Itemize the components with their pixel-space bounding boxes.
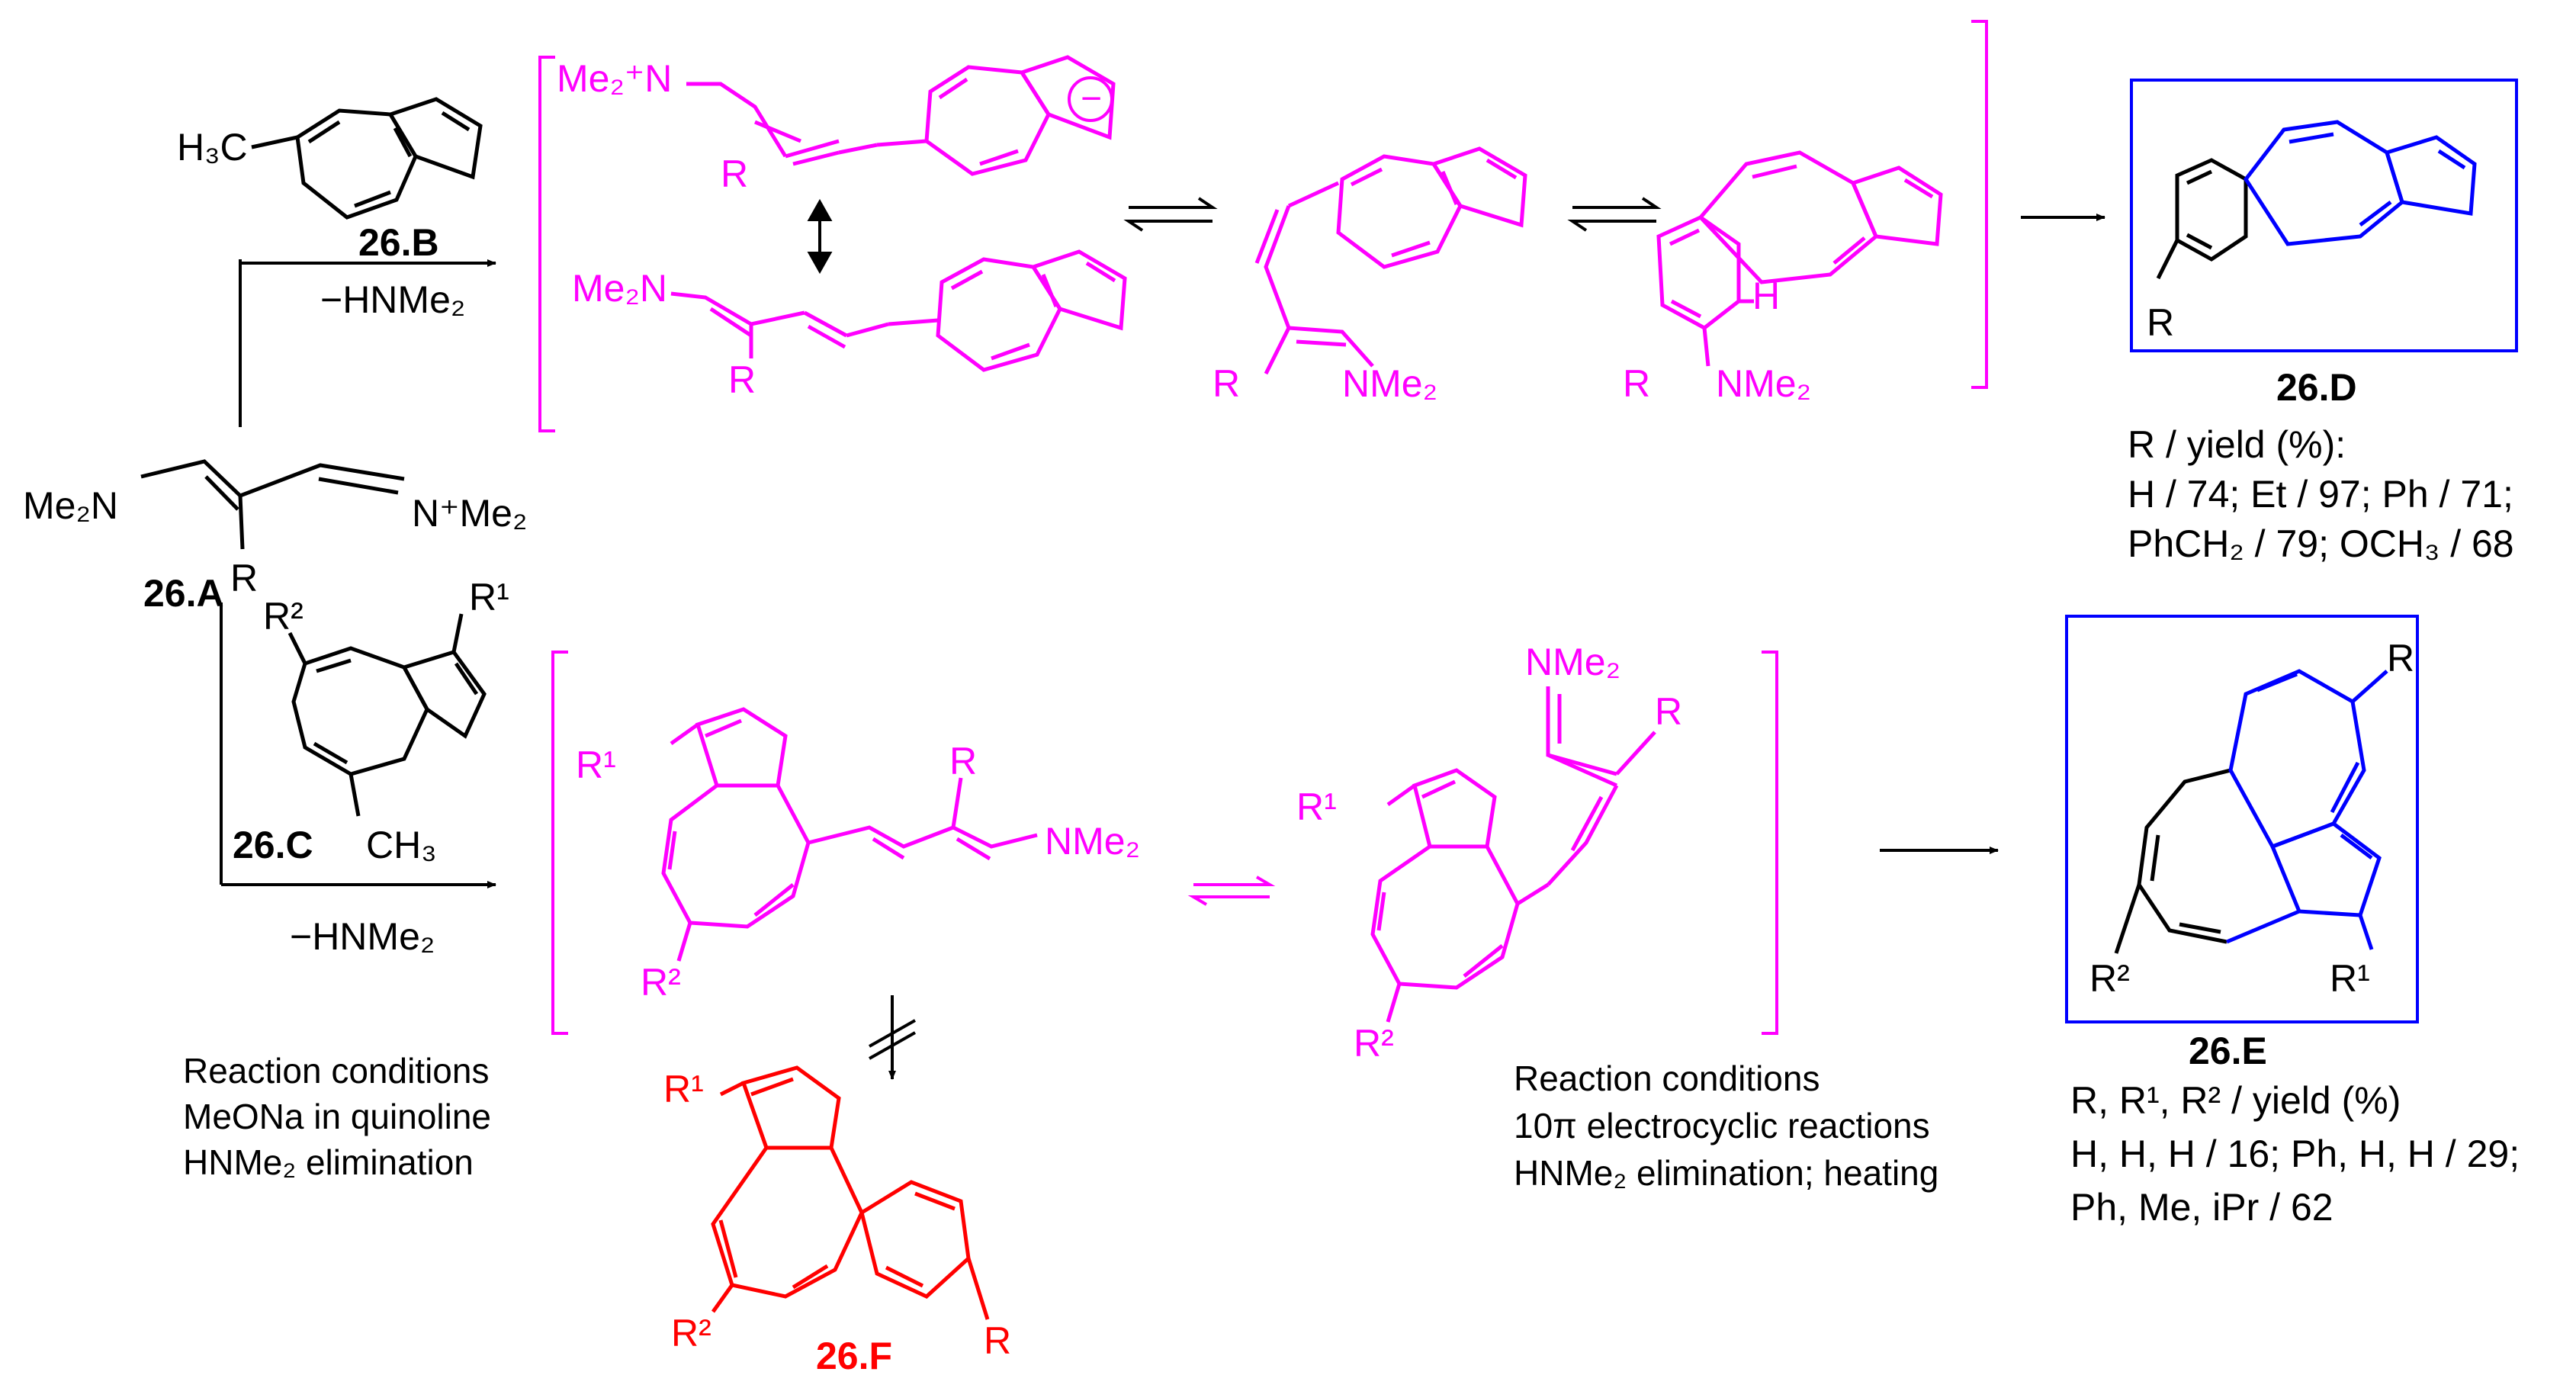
- conditions-right-line2: 10π electrocyclic reactions: [1514, 1106, 1930, 1145]
- top-intermediate-1-iminium: Me₂⁺N: [557, 57, 672, 100]
- compound-26F-label: 26.F: [816, 1335, 892, 1377]
- compound-26B: [295, 97, 483, 220]
- bottom-intermediate-2-r: R: [1655, 690, 1682, 733]
- product-26D-box: [2130, 79, 2518, 352]
- compound-26A-left-group: Me₂N: [23, 484, 118, 527]
- product-26E-r: R: [2387, 637, 2414, 680]
- top-intermediate-2-r: R: [728, 358, 756, 401]
- top-intermediate-2: [670, 249, 1127, 372]
- product-26E-yield-line2: Ph, Me, iPr / 62: [2070, 1186, 2333, 1229]
- product-26E-yield-header: R, R¹, R² / yield (%): [2070, 1079, 2401, 1122]
- compound-26C-r1: R¹: [469, 576, 509, 618]
- conditions-left-line1: Reaction conditions: [183, 1051, 489, 1091]
- product-26D-label: 26.D: [2276, 366, 2357, 409]
- compound-26B-methyl: H₃C: [177, 126, 248, 169]
- compound-26F-r1: R¹: [663, 1068, 704, 1110]
- bottom-byproduct: −HNMe₂: [290, 915, 435, 958]
- bottom-intermediate-1-r2: R²: [641, 961, 681, 1004]
- product-26D-yield-line1: H / 74; Et / 97; Ph / 71;: [2128, 473, 2513, 516]
- compound-26C-methyl: CH₃: [366, 824, 437, 866]
- compound-26A: [140, 459, 405, 550]
- bottom-intermediate-1-r1: R¹: [576, 744, 616, 786]
- top-intermediate-2-amine: Me₂N: [572, 267, 667, 310]
- compound-26A-substituent: R: [230, 557, 258, 599]
- top-intermediate-4: [1656, 150, 1943, 367]
- bottom-bracket: [551, 651, 1778, 1035]
- compound-26A-right-group: N⁺Me₂: [412, 492, 527, 535]
- top-bracket: [538, 20, 1988, 432]
- compound-26F-r: R: [984, 1319, 1011, 1362]
- product-26D-yield-header: R / yield (%):: [2128, 423, 2346, 466]
- compound-26A-label: 26.A: [143, 572, 224, 615]
- product-26D-yield-line2: PhCH₂ / 79; OCH₃ / 68: [2128, 522, 2514, 565]
- bottom-intermediate-2-amine: NMe₂: [1525, 641, 1620, 683]
- top-intermediate-4-r: R: [1623, 362, 1650, 405]
- compound-26F-structure: [711, 1065, 990, 1320]
- top-intermediate-1-r: R: [721, 153, 748, 195]
- bottom-intermediate-2-r2: R²: [1354, 1022, 1394, 1065]
- product-26E-r2: R²: [2089, 957, 2130, 1000]
- compound-26B-label: 26.B: [358, 221, 439, 264]
- top-intermediate-3: [1254, 146, 1527, 375]
- bottom-intermediate-1-amine: NMe₂: [1045, 820, 1140, 863]
- product-26D-structure: [2156, 120, 2477, 280]
- compound-26C-label: 26.C: [233, 824, 313, 866]
- conditions-left-line2: MeONa in quinoline: [183, 1097, 491, 1136]
- conditions-left-line3: HNMe₂ elimination: [183, 1142, 474, 1182]
- bottom-intermediate-2: [1370, 686, 1656, 1023]
- product-26D-substituent: R: [2147, 301, 2174, 344]
- top-equilibrium-2: [1567, 197, 1662, 232]
- compound-26C-r2: R²: [263, 595, 304, 638]
- bottom-intermediate-1: [661, 707, 1038, 962]
- top-intermediate-4-h: H: [1752, 275, 1780, 317]
- bottom-intermediate-2-r1: R¹: [1296, 786, 1337, 828]
- top-intermediate-3-amine: NMe₂: [1342, 362, 1437, 405]
- branch-lines: [220, 259, 242, 885]
- top-intermediate-1-charge: −: [1081, 79, 1102, 119]
- top-intermediate-4-amine: NMe₂: [1716, 362, 1811, 405]
- top-intermediate-1-anion-circle: [1068, 76, 1113, 122]
- product-26E-yield-line1: H, H, H / 16; Ph, H, H / 29;: [2070, 1133, 2520, 1175]
- top-intermediate-1: [686, 55, 1116, 176]
- product-26E-label: 26.E: [2189, 1030, 2267, 1072]
- top-intermediate-3-r: R: [1213, 362, 1240, 405]
- compound-26C: [287, 613, 487, 817]
- blocked-arrow: [869, 995, 916, 1080]
- top-byproduct: −HNMe₂: [320, 278, 465, 321]
- resonance-arrow: [807, 198, 833, 275]
- conditions-right-line1: Reaction conditions: [1514, 1059, 1820, 1098]
- product-26E-r1: R¹: [2330, 957, 2370, 1000]
- conditions-right-line3: HNMe₂ elimination; heating: [1514, 1153, 1938, 1193]
- compound-26F-r2: R²: [671, 1312, 711, 1354]
- top-equilibrium-1: [1123, 197, 1218, 232]
- bottom-equilibrium: [1187, 876, 1276, 906]
- product-26E-structure: [2114, 669, 2388, 954]
- product-26E-box: [2065, 615, 2419, 1023]
- bottom-intermediate-1-r: R: [949, 740, 977, 782]
